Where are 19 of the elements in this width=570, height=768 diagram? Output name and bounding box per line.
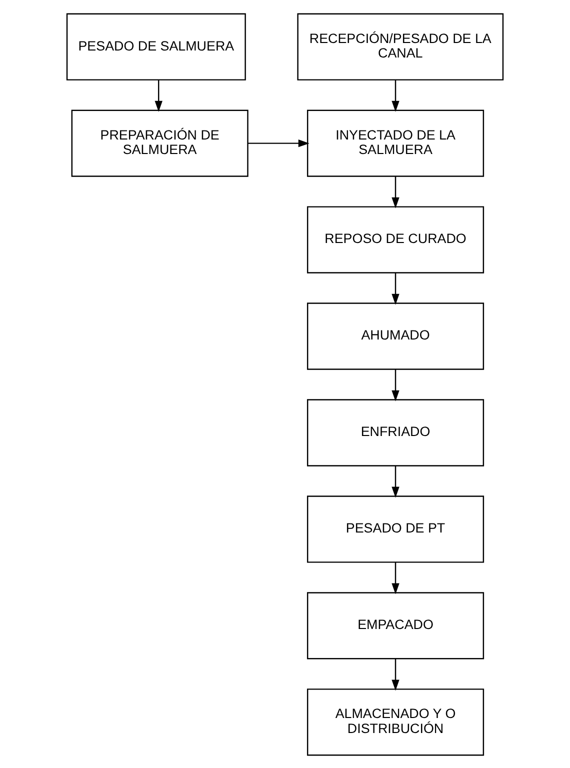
node-box: INYECTADO DE LA SALMUERA <box>306 109 484 176</box>
arrow <box>392 272 400 304</box>
node-box: PREPARACIÓN DE SALMUERA <box>71 109 248 176</box>
arrow <box>392 658 400 690</box>
node-box: AHUMADO <box>306 302 484 370</box>
node-box: PESADO DE PT <box>306 495 484 562</box>
arrow <box>154 80 162 112</box>
arrow <box>392 176 400 208</box>
arrow <box>392 368 400 401</box>
arrow <box>392 562 400 594</box>
node-box: ALMACENADO Y O DISTRIBUCIÓN <box>306 688 484 756</box>
node-box: REPOSO DE CURADO <box>306 206 484 273</box>
node-box: ENFRIADO <box>306 398 484 466</box>
node-box: PESADO DE SALMUERA <box>66 12 246 80</box>
node-box: EMPACADO <box>306 592 484 659</box>
arrow <box>248 138 310 147</box>
arrow <box>392 80 400 112</box>
node-box: RECEPCIÓN/PESADO DE LA CANAL <box>297 12 504 80</box>
arrow <box>392 465 400 498</box>
